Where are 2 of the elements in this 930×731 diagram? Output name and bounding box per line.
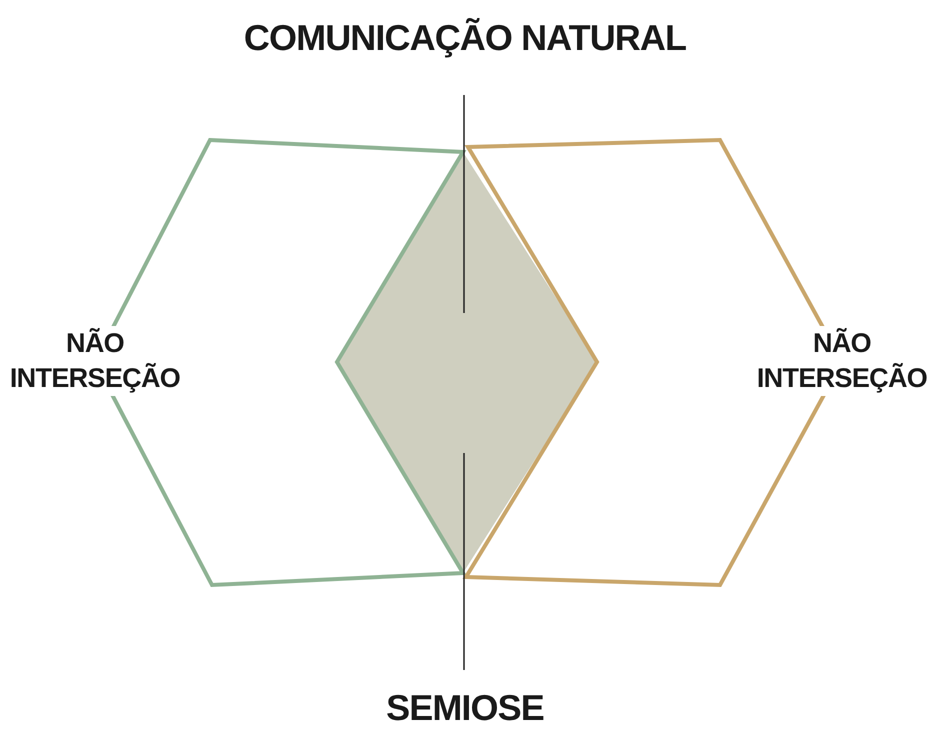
axis-label: SEMIOSE	[386, 690, 544, 726]
axis-label: COMUNICAÇÃO NATURAL	[244, 20, 686, 56]
